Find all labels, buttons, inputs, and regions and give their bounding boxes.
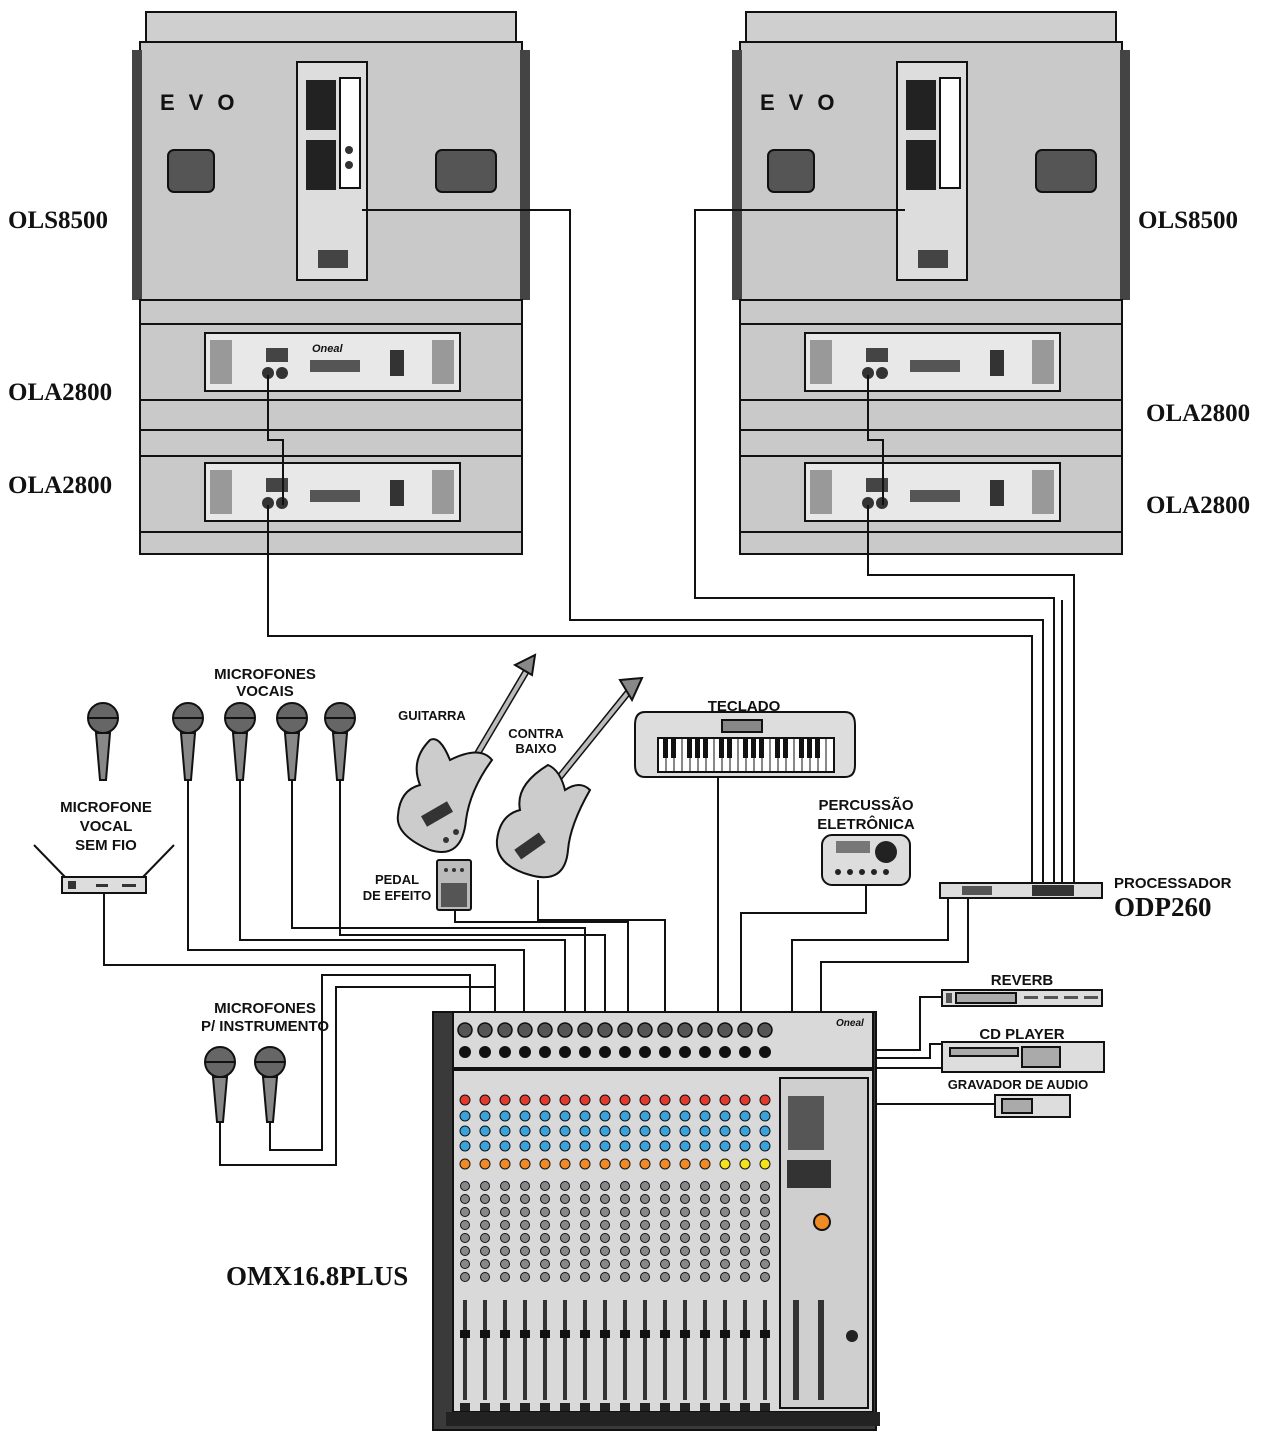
brand-logo: Oneal [312,343,344,355]
left-speaker-stack: EVO Oneal [132,11,530,555]
mixer-channel-strips [457,1022,773,1411]
guitar-icon [396,653,537,853]
channel-strip [637,1022,653,1411]
keyboard-keys [657,738,827,772]
vocal-mics-label-2: VOCAIS [236,683,294,700]
instrument-mics-label-1: MICROFONES [214,1000,316,1017]
microphone-icon [172,702,204,781]
wireless-mic-label-3: SEM FIO [75,837,137,854]
channel-strip [537,1022,553,1411]
array-left-2-label: OLA2800 [8,472,112,499]
labels: OLS8500 OLS8500 OLA2800 OLA2800 OLA2800 … [8,207,1250,1291]
microphone-icon [87,702,119,781]
channel-strip [697,1022,713,1411]
channel-strip [477,1022,493,1411]
percussion-label-2: ELETRÔNICA [817,815,915,833]
mixer-label: OMX16.8PLUS [226,1261,408,1291]
evo-logo-left: EVO [160,90,248,115]
microphone-icon [324,702,356,781]
channel-strip [657,1022,673,1411]
vocal-microphones [87,702,356,781]
reverb-label: REVERB [991,972,1054,989]
pedal-label-2: DE EFEITO [363,888,431,903]
speaker-right-label: OLS8500 [1138,207,1238,234]
wireless-mic-label-2: VOCAL [80,818,133,835]
mixer-console: Oneal [432,1011,880,1431]
instrument-microphones [204,1046,286,1123]
processor-device-icon [939,882,1103,899]
electronic-percussion-icon [821,834,911,886]
instrument-mics-label-2: P/ INSTRUMENTO [201,1018,329,1035]
channel-strip [717,1022,733,1411]
channel-strip [457,1022,473,1411]
speaker-left-label: OLS8500 [8,207,108,234]
right-speaker-stack: EVO [732,11,1130,555]
channel-strip [597,1022,613,1411]
channel-strip [757,1022,773,1411]
recorder-label: GRAVADOR DE AUDIO [948,1077,1089,1092]
channel-strip [737,1022,753,1411]
keyboard-icon [634,711,856,778]
cd-player-label: CD PLAYER [979,1026,1064,1043]
array-left-1-label: OLA2800 [8,379,112,406]
evo-logo-right: EVO [760,90,848,115]
microphone-icon [254,1046,286,1123]
channel-strip [577,1022,593,1411]
array-right-2-label: OLA2800 [1146,492,1250,519]
reverb-device-icon [941,989,1103,1007]
wireless-mic-label-1: MICROFONE [60,799,152,816]
processor-label-2: ODP260 [1114,892,1212,922]
guitar-label: GUITARRA [398,708,466,723]
cd-player-icon [941,1041,1105,1073]
array-right-1-label: OLA2800 [1146,400,1250,427]
channel-strip [497,1022,513,1411]
wireless-receiver-icon [33,844,175,894]
vocal-mics-label-1: MICROFONES [214,666,316,683]
percussion-label-1: PERCUSSÃO [818,796,913,814]
microphone-icon [276,702,308,781]
effects-pedal-icon [436,859,472,911]
channel-strip [677,1022,693,1411]
channel-strip [557,1022,573,1411]
mixer-brand-logo: Oneal [836,1018,864,1029]
channel-strip [617,1022,633,1411]
audio-recorder-icon [994,1094,1071,1118]
bass-label-2: BAIXO [515,741,556,756]
bass-guitar-icon [495,676,644,879]
pedal-label-1: PEDAL [375,872,419,887]
microphone-icon [204,1046,236,1123]
bass-label-1: CONTRA [508,726,564,741]
channel-strip [517,1022,533,1411]
processor-label-1: PROCESSADOR [1114,875,1232,892]
microphone-icon [224,702,256,781]
keyboard-label: TECLADO [708,698,781,715]
